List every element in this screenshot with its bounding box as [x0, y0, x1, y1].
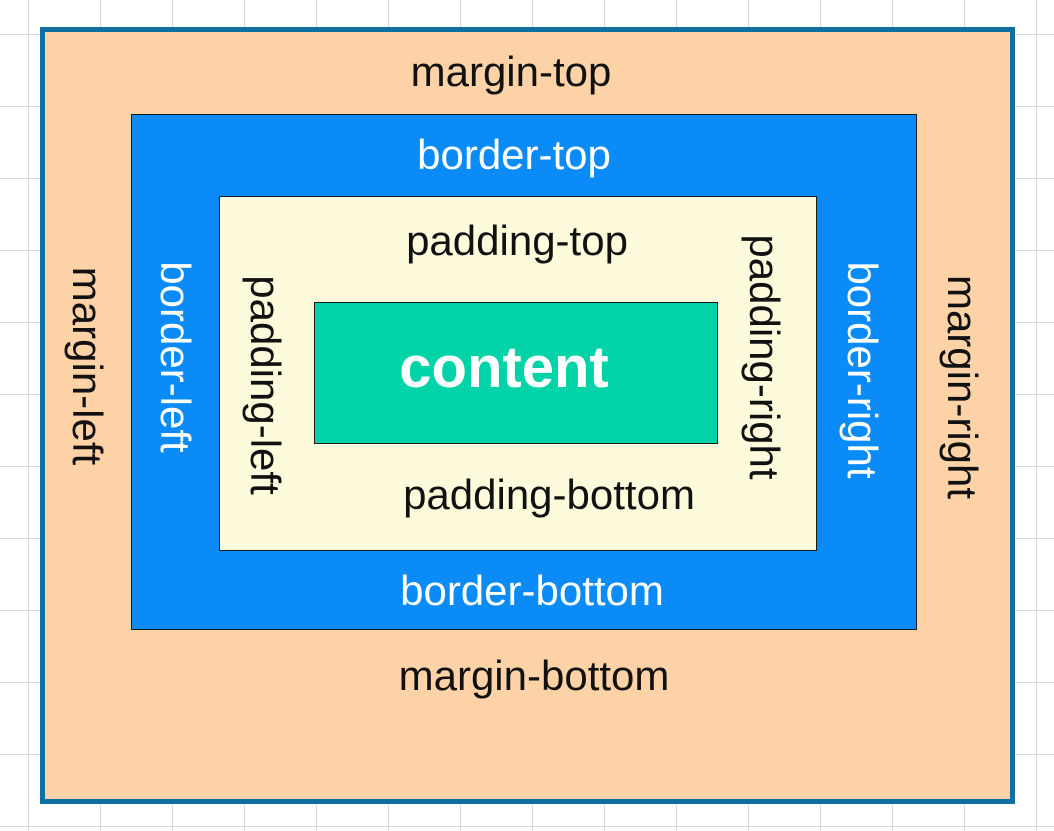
border-left-label: border-left — [152, 261, 199, 453]
padding-left-label: padding-left — [242, 275, 289, 495]
margin-right-label: margin-right — [939, 274, 986, 500]
padding-right-label: padding-right — [741, 234, 788, 480]
margin-top-label: margin-top — [410, 48, 612, 95]
content-area — [314, 302, 718, 444]
content-label: content — [399, 335, 609, 400]
border-bottom-label: border-bottom — [400, 567, 664, 614]
border-top-label: border-top — [417, 131, 611, 178]
padding-bottom-label: padding-bottom — [403, 471, 695, 518]
margin-left-label: margin-left — [64, 266, 111, 466]
border-right-label: border-right — [839, 261, 886, 479]
padding-top-label: padding-top — [406, 217, 628, 264]
margin-bottom-label: margin-bottom — [398, 652, 670, 699]
